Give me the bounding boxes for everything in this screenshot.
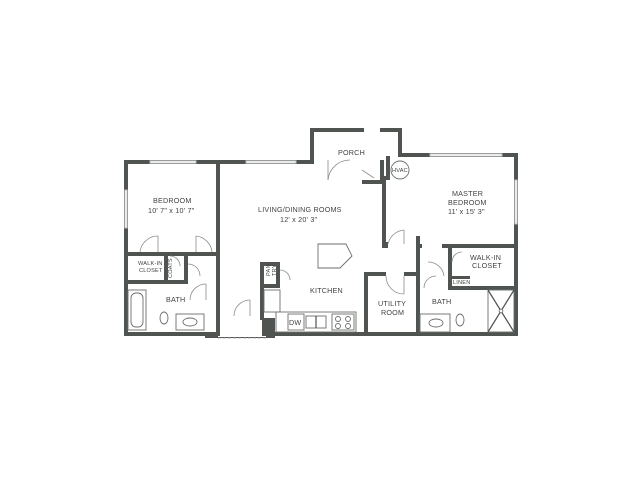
living-size: 12' x 20' 3": [280, 215, 318, 224]
kitchen-fixtures: [263, 289, 357, 333]
master-label-1: MASTER: [452, 189, 483, 198]
walkin-left-label-1: WALK-IN: [138, 261, 163, 267]
door-swings: [139, 229, 463, 317]
pantry-label-1: PAN-: [266, 262, 272, 276]
porch: PORCH HVAC: [327, 148, 410, 181]
exterior-walls: [124, 128, 518, 338]
utility-label-2: ROOM: [381, 308, 404, 317]
master-label-2: BEDROOM: [448, 198, 487, 207]
windows: [124, 153, 518, 229]
walkin-left-label-2: CLOSET: [139, 268, 163, 274]
utility-label-1: UTILITY: [378, 299, 406, 308]
pantry-label-2: TRY: [272, 264, 278, 276]
master-size: 11' x 15' 3": [448, 207, 485, 216]
dw-label: DW: [289, 318, 301, 327]
entry-threshold: [205, 318, 275, 339]
walkin-right-label-1: WALK-IN: [470, 253, 501, 262]
porch-label: PORCH: [338, 148, 365, 157]
bedroom-size: 10' 7" x 10' 7": [148, 206, 195, 215]
kitchen-label: KITCHEN: [310, 286, 343, 295]
right-bath-fixtures: [419, 289, 515, 333]
hvac-label: HVAC: [392, 168, 408, 174]
walkin-right-label-2: CLOSET: [472, 261, 502, 270]
interior-walls: [124, 156, 518, 336]
bedroom-label: BEDROOM: [153, 196, 192, 205]
bath-left-label: BATH: [166, 295, 185, 304]
coats-label: COATS: [168, 258, 174, 278]
bath-right-label: BATH: [432, 297, 451, 306]
left-bath-fixtures: [127, 289, 205, 331]
kitchen-island: [317, 243, 353, 269]
hvac-unit: [390, 160, 410, 180]
living-label: LIVING/DINING ROOMS: [258, 205, 342, 214]
linen-label: LINEN: [453, 280, 470, 286]
